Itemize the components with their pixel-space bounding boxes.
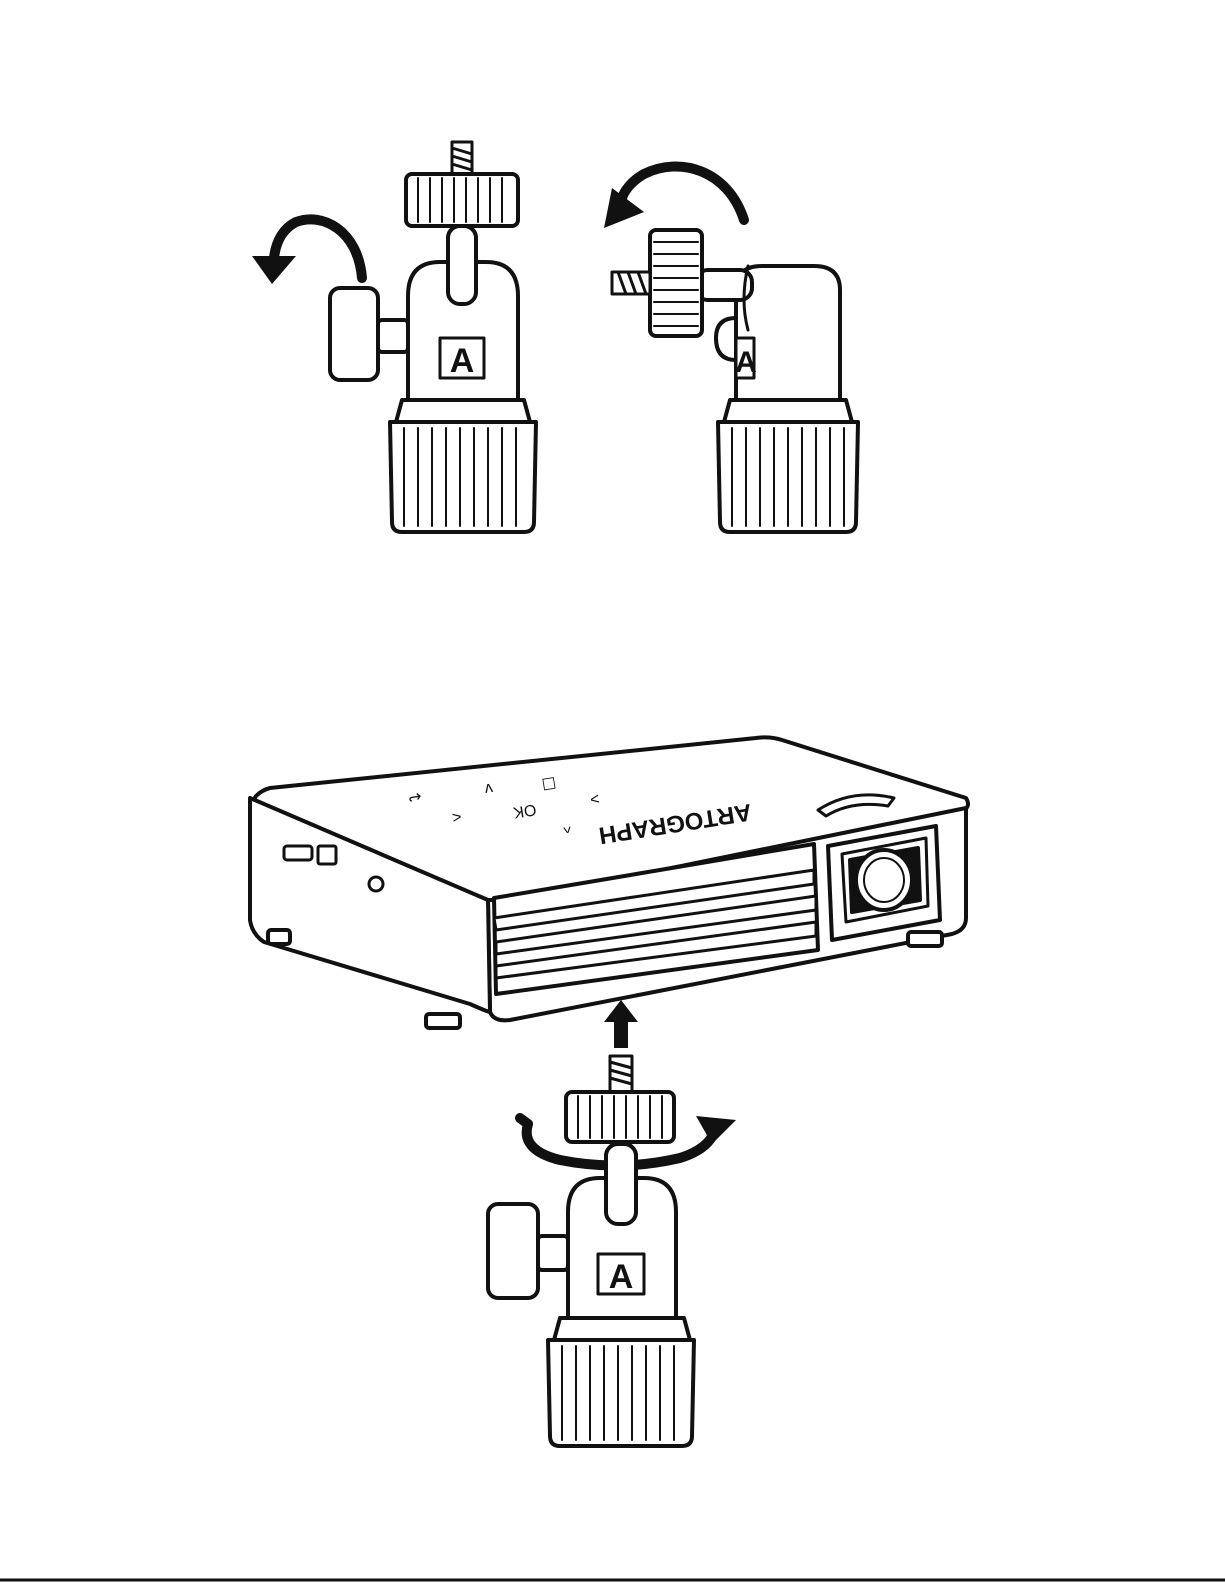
mount-label-a: A <box>598 1254 644 1296</box>
base-grip-tilted <box>718 422 858 532</box>
svg-text:A: A <box>735 346 757 379</box>
top-knob <box>406 174 518 226</box>
base-grip <box>548 1340 694 1446</box>
projector: ARTOGRAPH OK v ^ < > ↩ ☐ <box>250 737 968 1028</box>
back-key: ↩ <box>407 787 423 806</box>
mount-label-a-tilted: A <box>735 338 757 379</box>
side-lock-knob <box>488 1204 568 1298</box>
top-knob <box>566 1092 674 1142</box>
turn-arrow-icon <box>274 219 362 278</box>
up-arrow-icon <box>604 1000 638 1048</box>
screw-thread <box>452 142 472 174</box>
ok-key: OK <box>512 800 538 820</box>
svg-text:A: A <box>450 342 475 380</box>
ball-head-tilted: A <box>604 166 858 532</box>
base-grip <box>390 422 536 532</box>
projector-lens <box>828 826 940 940</box>
svg-text:A: A <box>609 1258 634 1296</box>
top-knob-tilted <box>650 230 702 336</box>
screw-thread-tilted <box>612 272 650 294</box>
ball-head-attach: A <box>488 1056 736 1446</box>
ball-head-upright: A <box>252 142 536 532</box>
screw-thread <box>610 1056 632 1092</box>
mount-label-a: A <box>440 338 484 380</box>
menu-key: ☐ <box>540 773 557 792</box>
side-lock-knob <box>330 288 408 380</box>
